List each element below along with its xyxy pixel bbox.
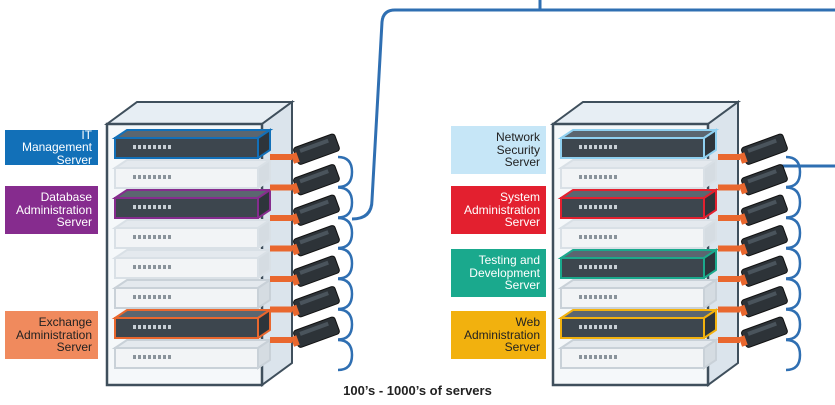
cable (337, 338, 354, 372)
cable (337, 247, 354, 280)
connector (718, 215, 740, 221)
server-unit (557, 278, 720, 310)
server-unit (111, 158, 274, 190)
rack-top (103, 101, 296, 125)
network-device (290, 194, 340, 226)
network-device (290, 225, 340, 257)
server-unit (557, 158, 720, 190)
network-device (738, 194, 788, 226)
cable (785, 216, 802, 250)
cable (785, 308, 802, 341)
cable (785, 186, 802, 219)
connector (270, 154, 292, 160)
cable (337, 155, 354, 189)
cable (785, 247, 802, 280)
network-link-line (351, 8, 835, 221)
cable (337, 186, 354, 219)
network-device (738, 164, 788, 196)
label-it-management-server: IT Management Server (5, 129, 98, 166)
cable (337, 216, 354, 250)
network-device (290, 286, 340, 318)
device-column-left (270, 133, 354, 372)
server-unit (111, 128, 274, 160)
server-unit (111, 338, 274, 370)
diagram-caption: 100’s - 1000’s of servers (343, 383, 492, 398)
network-device (290, 164, 340, 196)
network-device (290, 133, 340, 165)
server-unit (111, 248, 274, 280)
network-device (290, 255, 340, 287)
server-unit (557, 338, 720, 370)
network-device (738, 316, 788, 348)
server-rack-left (103, 100, 296, 387)
connector (270, 245, 292, 252)
rack-top (549, 101, 742, 125)
connector (718, 184, 740, 191)
network-device (738, 133, 788, 165)
connector (718, 306, 740, 313)
cable (785, 338, 802, 372)
server-unit (557, 128, 720, 160)
label-network-security-server: Network Security Server (451, 126, 546, 174)
connector (270, 215, 292, 221)
label-testing-development-server: Testing and Development Server (451, 249, 546, 297)
server-unit (557, 308, 720, 340)
server-unit (111, 278, 274, 310)
server-unit (111, 308, 274, 340)
server-unit (557, 218, 720, 250)
network-device (738, 225, 788, 257)
label-web-administration-server: Web Administration Server (451, 311, 546, 359)
cable (337, 277, 354, 311)
server-rack-right (549, 100, 742, 387)
cable (785, 155, 802, 189)
cable (337, 308, 354, 341)
connector (270, 276, 292, 282)
label-system-administration-server: System Administration Server (451, 186, 546, 234)
server-unit (557, 188, 720, 220)
connector (718, 337, 740, 343)
cable (785, 277, 802, 311)
connector (718, 154, 740, 160)
server-unit (111, 218, 274, 250)
network-device (738, 286, 788, 318)
connector (270, 184, 292, 191)
network-device (290, 316, 340, 348)
device-column-right (718, 133, 802, 372)
server-unit (557, 248, 720, 280)
connector (718, 245, 740, 252)
label-database-administration-server: Database Administration Server (5, 186, 98, 234)
network-device (738, 255, 788, 287)
label-exchange-administration-server: Exchange Administration Server (5, 311, 98, 359)
connector (270, 306, 292, 313)
connector (718, 276, 740, 282)
connector (270, 337, 292, 343)
server-unit (111, 188, 274, 220)
